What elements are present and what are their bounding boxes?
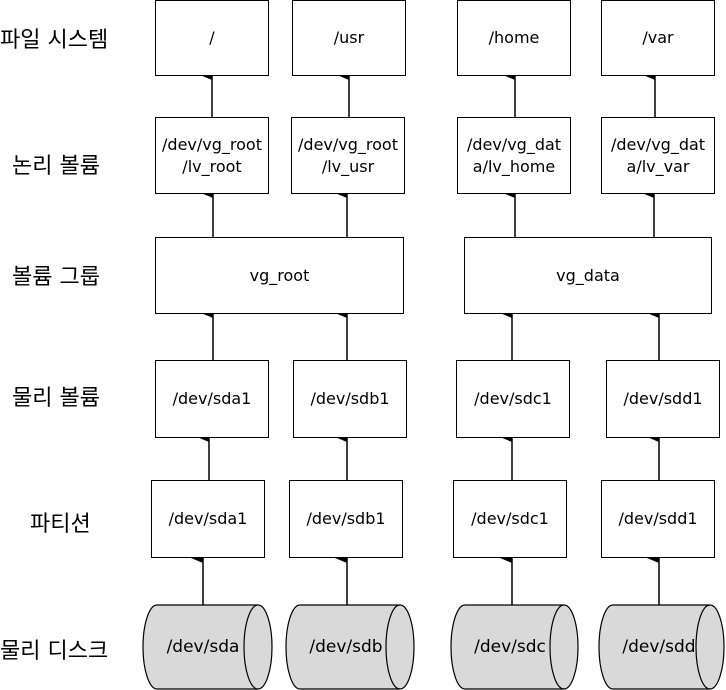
lv-var-line2: a/lv_var — [626, 156, 690, 176]
layer-label-volume-group: 볼륨 그룹 — [12, 265, 100, 290]
pv-box-sdd1: /dev/sdd1 — [606, 360, 720, 438]
fs-label-root: / — [209, 28, 215, 47]
partition-box-sdb1: /dev/sdb1 — [289, 480, 403, 558]
vg-label-root: vg_root — [249, 265, 310, 285]
pv-box-sdc1: /dev/sdc1 — [456, 360, 570, 438]
fs-label-var: /var — [642, 28, 674, 47]
fs-box-usr: /usr — [292, 0, 406, 76]
lv-usr-line1: /dev/vg_root — [298, 134, 398, 154]
lv-box-usr: /dev/vg_root /lv_usr — [291, 117, 405, 194]
lv-box-home: /dev/vg_dat a/lv_home — [457, 117, 571, 194]
lv-root-line1: /dev/vg_root — [162, 134, 262, 154]
pv-box-sda1: /dev/sda1 — [155, 360, 269, 438]
fs-label-usr: /usr — [333, 28, 365, 47]
lv-root-line2: /lv_root — [182, 156, 242, 176]
layer-label-filesystem: 파일 시스템 — [0, 28, 109, 53]
disk-label-sdd: /dev/sdd — [622, 637, 695, 657]
fs-box-root: / — [155, 0, 269, 76]
layer-label-logical-volume: 논리 볼륨 — [12, 154, 100, 179]
partition-box-sdd1: /dev/sdd1 — [601, 480, 715, 558]
fs-label-home: /home — [488, 28, 540, 47]
lv-box-var: /dev/vg_dat a/lv_var — [601, 117, 715, 194]
vg-box-data: vg_data — [464, 237, 712, 314]
pv-label-sdd1: /dev/sdd1 — [623, 389, 703, 408]
disk-sdb: /dev/sdb — [285, 604, 415, 690]
lv-var-line1: /dev/vg_dat — [610, 134, 706, 154]
disk-label-sdb: /dev/sdb — [309, 637, 382, 657]
layer-label-physical-disk: 물리 디스크 — [0, 639, 109, 664]
disk-label-sda: /dev/sda — [167, 637, 240, 657]
disk-sda: /dev/sda — [142, 604, 273, 690]
vg-label-data: vg_data — [556, 265, 620, 285]
lv-usr-line2: /lv_usr — [321, 156, 375, 176]
pv-label-sda1: /dev/sda1 — [172, 389, 252, 408]
partition-label-sdd1: /dev/sdd1 — [618, 509, 698, 528]
disk-label-sdc: /dev/sdc — [474, 637, 546, 657]
disk-sdc: /dev/sdc — [450, 604, 579, 690]
partition-box-sdc1: /dev/sdc1 — [453, 480, 567, 558]
vg-box-root: vg_root — [155, 237, 404, 314]
disk-sdd: /dev/sdd — [598, 604, 725, 690]
partition-label-sdb1: /dev/sdb1 — [306, 509, 386, 528]
partition-label-sda1: /dev/sda1 — [168, 509, 248, 528]
lv-home-line1: /dev/vg_dat — [466, 134, 562, 154]
partition-box-sda1: /dev/sda1 — [151, 480, 265, 558]
lv-home-line2: a/lv_home — [472, 156, 556, 176]
fs-box-home: /home — [457, 0, 571, 76]
partition-label-sdc1: /dev/sdc1 — [471, 509, 549, 528]
pv-box-sdb1: /dev/sdb1 — [293, 360, 407, 438]
fs-box-var: /var — [601, 0, 715, 76]
lv-box-root: /dev/vg_root /lv_root — [155, 117, 269, 194]
pv-label-sdc1: /dev/sdc1 — [474, 389, 552, 408]
layer-label-physical-volume: 물리 볼륨 — [12, 386, 100, 411]
layer-label-partition: 파티션 — [30, 512, 91, 537]
pv-label-sdb1: /dev/sdb1 — [310, 389, 390, 408]
